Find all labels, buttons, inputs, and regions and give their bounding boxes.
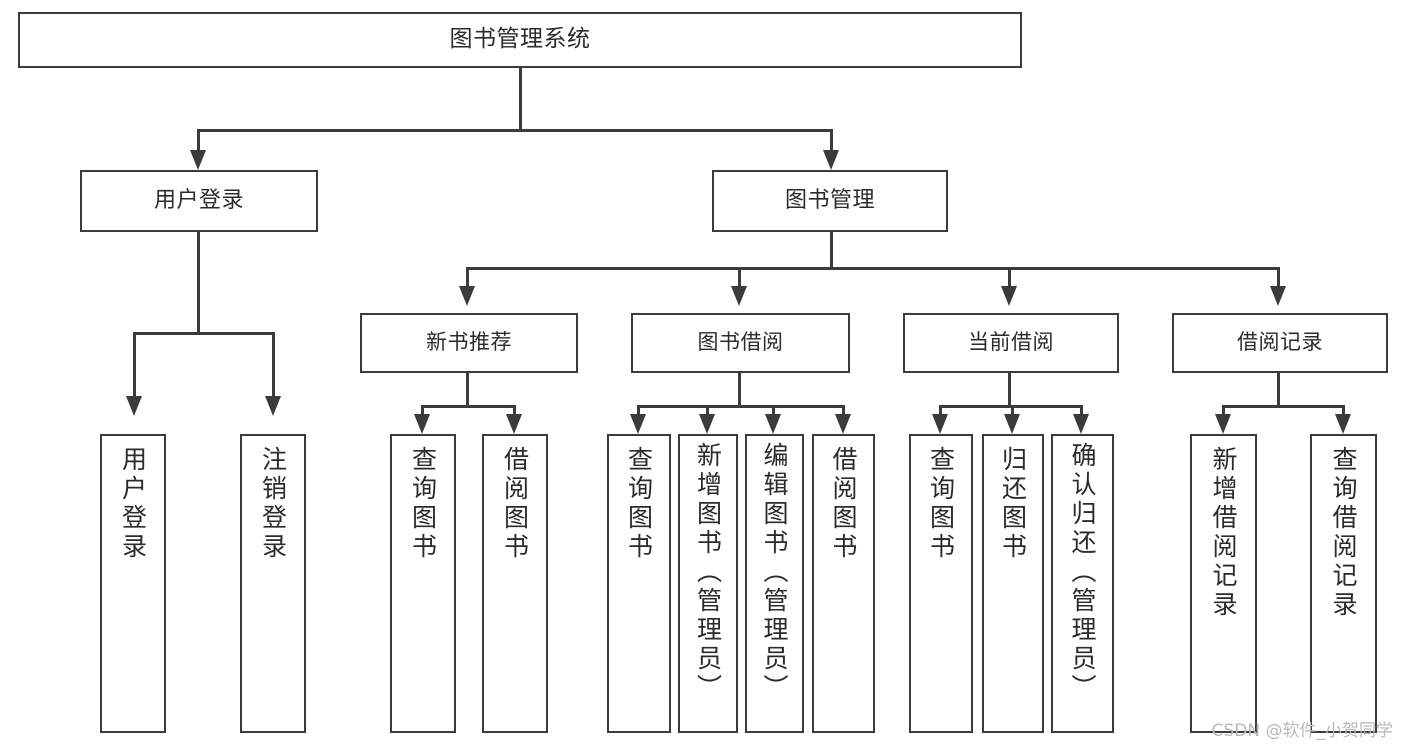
arrow-to-current (1001, 286, 1017, 306)
arrow-leaf-return-book (1004, 414, 1020, 434)
connector-borrow-bus (637, 405, 845, 408)
leaf-return-book-label: 归还图书 (998, 446, 1028, 562)
arrow-leaf-query-book-3 (932, 414, 948, 434)
leaf-add-book-admin[interactable]: 新增图书（管理员） (678, 434, 738, 733)
leaf-add-borrow-record-label: 新增借阅记录 (1209, 446, 1238, 620)
arrow-leaf-query-book-2 (630, 414, 646, 434)
connector-to-borrow (738, 267, 741, 289)
leaf-query-borrow-record[interactable]: 查询借阅记录 (1310, 434, 1377, 733)
connector-borrow-stem (738, 373, 741, 407)
node-root-label: 图书管理系统 (449, 26, 591, 53)
arrow-to-recommend (459, 286, 475, 306)
connector-to-login (197, 129, 200, 155)
connector-login-right-drop (272, 332, 275, 400)
arrow-to-record (1270, 286, 1286, 306)
leaf-query-book-recommend-label: 查询图书 (408, 446, 438, 562)
arrow-leaf-confirm-return (1073, 414, 1089, 434)
connector-borrow-drop-1 (637, 405, 640, 419)
node-book-management[interactable]: 图书管理 (712, 170, 948, 232)
node-new-book-recommend-label: 新书推荐 (426, 330, 512, 355)
node-user-login[interactable]: 用户登录 (80, 170, 318, 232)
leaf-borrow-book-label: 借阅图书 (829, 446, 858, 562)
arrow-to-login (190, 150, 206, 170)
connector-recommend-drop-2 (513, 405, 516, 419)
leaf-query-book-current-label: 查询图书 (926, 446, 956, 562)
leaf-borrow-book-recommend-label: 借阅图书 (500, 446, 530, 562)
leaf-edit-book-admin-label: 编辑图书（管理员） (760, 442, 789, 703)
node-book-borrow[interactable]: 图书借阅 (631, 313, 850, 373)
connector-login-left-drop (133, 332, 136, 400)
node-user-login-label: 用户登录 (153, 187, 244, 213)
arrow-leaf-borrow-book-2 (835, 414, 851, 434)
leaf-return-book[interactable]: 归还图书 (982, 434, 1044, 733)
connector-current-bus (939, 405, 1082, 408)
connector-level2-bus (197, 129, 833, 132)
arrow-leaf-logout (265, 396, 281, 416)
leaf-borrow-book[interactable]: 借阅图书 (812, 434, 875, 733)
connector-borrow-drop-4 (842, 405, 845, 419)
connector-recommend-bus (421, 405, 515, 408)
node-book-management-label: 图书管理 (784, 187, 875, 213)
connector-borrow-drop-3 (772, 405, 775, 419)
leaf-add-book-admin-label: 新增图书（管理员） (693, 442, 723, 703)
leaf-query-book-recommend[interactable]: 查询图书 (390, 434, 456, 733)
leaf-logout-label: 注销登录 (258, 446, 288, 562)
leaf-borrow-book-recommend[interactable]: 借阅图书 (482, 434, 548, 733)
leaf-edit-book-admin[interactable]: 编辑图书（管理员） (745, 434, 804, 733)
connector-current-drop-3 (1080, 405, 1083, 419)
node-borrow-record-label: 借阅记录 (1237, 330, 1323, 355)
arrow-leaf-query-record (1335, 414, 1351, 434)
connector-to-record (1277, 267, 1280, 289)
connector-record-drop-1 (1222, 405, 1225, 419)
leaf-add-borrow-record[interactable]: 新增借阅记录 (1190, 434, 1257, 733)
connector-borrow-drop-2 (706, 405, 709, 419)
connector-to-current (1008, 267, 1011, 289)
connector-record-drop-2 (1342, 405, 1345, 419)
node-new-book-recommend[interactable]: 新书推荐 (360, 313, 578, 373)
connector-login-bus (133, 332, 275, 335)
leaf-confirm-return-admin-label: 确认归还（管理员） (1068, 442, 1097, 703)
node-current-borrow[interactable]: 当前借阅 (903, 313, 1119, 373)
connector-root-stem (519, 68, 522, 130)
node-root[interactable]: 图书管理系统 (18, 12, 1022, 68)
arrow-leaf-add-record (1215, 414, 1231, 434)
arrow-leaf-query-book-1 (414, 414, 430, 434)
connector-current-stem (1008, 373, 1011, 407)
connector-to-bookmanage (830, 129, 833, 155)
arrow-to-bookmanage (823, 150, 839, 170)
leaf-confirm-return-admin[interactable]: 确认归还（管理员） (1051, 434, 1114, 733)
leaf-query-borrow-record-label: 查询借阅记录 (1329, 446, 1358, 620)
connector-login-stem (197, 232, 200, 334)
leaf-query-book-current[interactable]: 查询图书 (909, 434, 973, 733)
node-borrow-record[interactable]: 借阅记录 (1172, 313, 1388, 373)
arrow-leaf-borrow-book-1 (506, 414, 522, 434)
arrow-leaf-add-book (699, 414, 715, 434)
leaf-user-login-label: 用户登录 (118, 446, 148, 562)
node-current-borrow-label: 当前借阅 (968, 330, 1054, 355)
connector-record-bus (1222, 405, 1344, 408)
connector-to-recommend (466, 267, 469, 289)
leaf-user-login[interactable]: 用户登录 (100, 434, 166, 733)
node-book-borrow-label: 图书借阅 (697, 330, 784, 355)
watermark: CSDN @软件_小贺同学 (1211, 721, 1393, 741)
leaf-query-book-borrow[interactable]: 查询图书 (607, 434, 671, 733)
arrow-leaf-user-login (126, 396, 142, 416)
connector-recommend-stem (466, 373, 469, 407)
connector-bookmanage-stem (830, 232, 833, 270)
leaf-query-book-borrow-label: 查询图书 (624, 446, 654, 562)
connector-record-stem (1277, 373, 1280, 407)
arrow-leaf-edit-book (765, 414, 781, 434)
leaf-logout[interactable]: 注销登录 (240, 434, 306, 733)
connector-level3-bus (466, 267, 1280, 270)
connector-current-drop-1 (939, 405, 942, 419)
connector-current-drop-2 (1011, 405, 1014, 419)
connector-recommend-drop-1 (421, 405, 424, 419)
arrow-to-borrow (731, 286, 747, 306)
